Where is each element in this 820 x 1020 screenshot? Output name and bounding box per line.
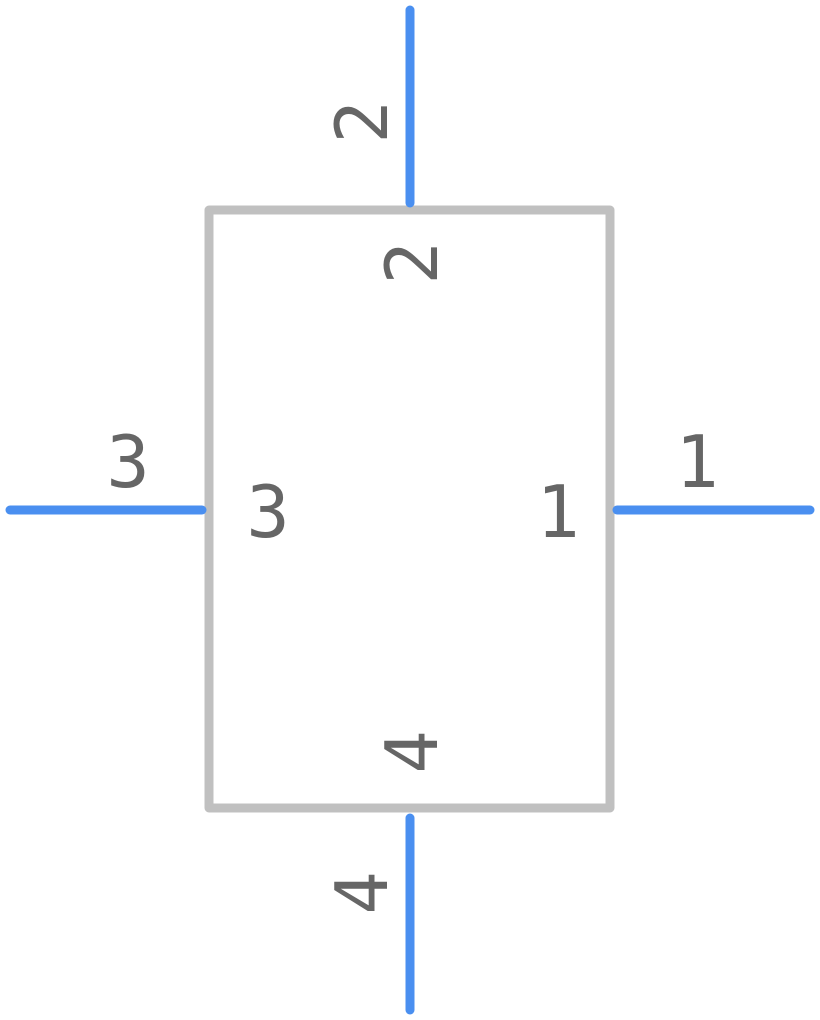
pin-4[interactable]: 4 4: [320, 730, 454, 1015]
pin-1[interactable]: 1 1: [536, 420, 815, 554]
component-body-outline: [204, 205, 615, 813]
pin-4-pad-label: 4: [370, 730, 454, 773]
pin-3-pad-label: 3: [246, 470, 289, 554]
pin-2[interactable]: 2 2: [320, 5, 454, 285]
pin-4-number: 4: [320, 871, 404, 914]
pin-1-pad-label: 1: [536, 470, 579, 554]
pin-3[interactable]: 3 3: [5, 420, 290, 554]
pin-3-number: 3: [106, 420, 149, 504]
pin-2-pad-label: 2: [370, 241, 454, 284]
pin-2-number: 2: [320, 100, 404, 143]
pin-1-number: 1: [675, 420, 718, 504]
